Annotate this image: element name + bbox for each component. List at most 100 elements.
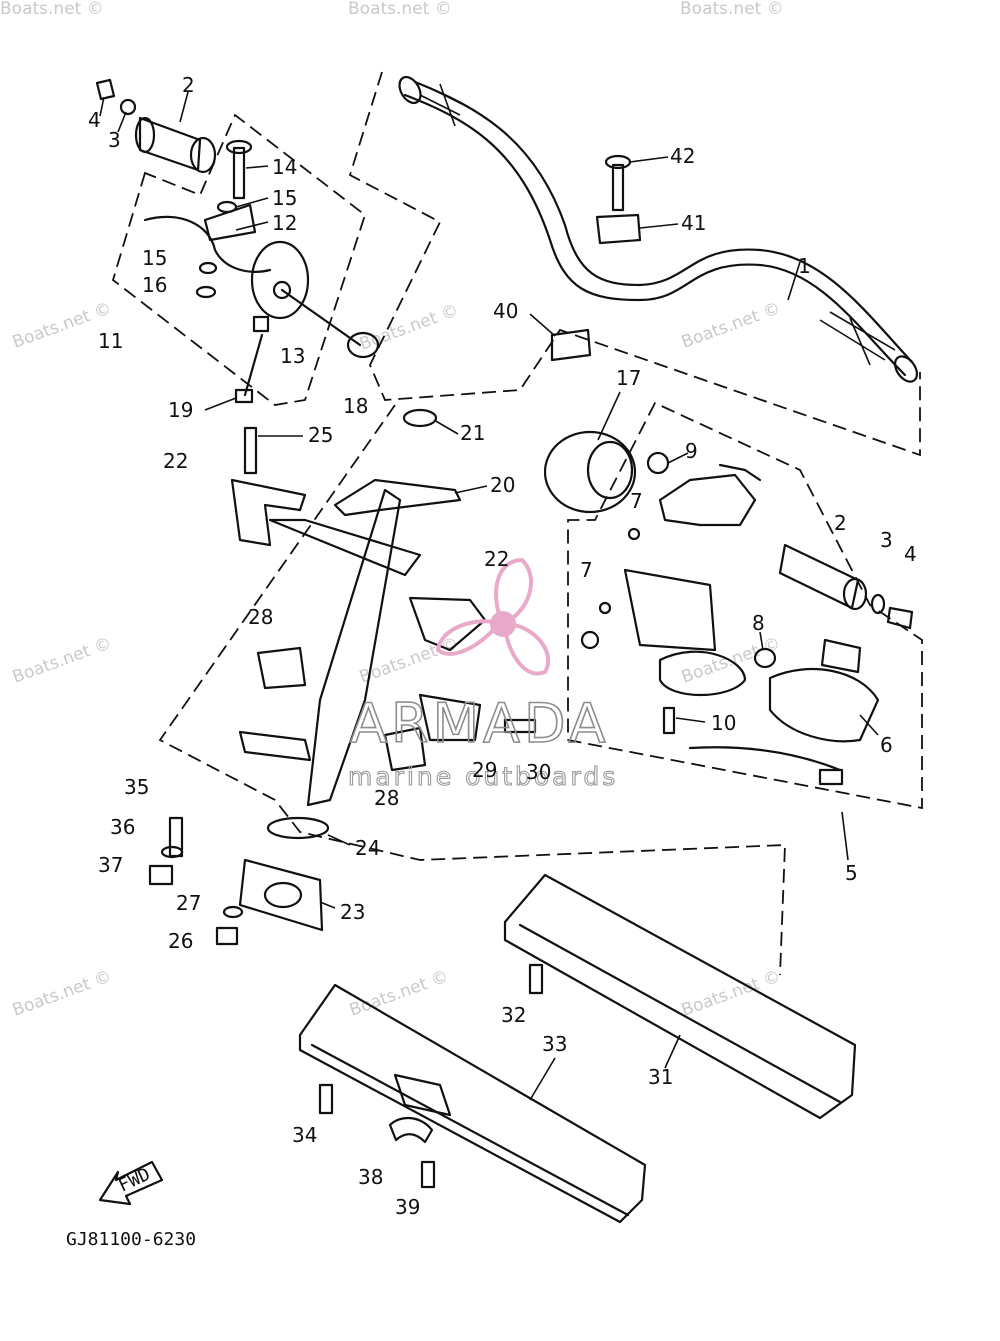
callout-4: 4 <box>88 108 101 132</box>
spacer-28-lower <box>383 726 427 772</box>
handlebar <box>403 93 907 377</box>
propeller-blade-top <box>494 557 533 623</box>
gasket-23 <box>238 858 324 932</box>
callout-2: 2 <box>182 73 195 97</box>
leader-1 <box>787 261 801 301</box>
cover-6 <box>768 667 880 743</box>
leader-10 <box>675 717 706 723</box>
watermark: Boats.net © <box>347 966 451 1020</box>
handlebar-end-left <box>398 75 422 105</box>
fwd-arrow <box>98 1160 164 1206</box>
screw-10 <box>662 706 676 735</box>
watermark: Boats.net © <box>0 0 104 19</box>
callout-9: 9 <box>685 439 698 463</box>
fwd-label: FWD <box>115 1164 153 1197</box>
callout-41: 41 <box>681 211 706 235</box>
nut-37 <box>148 864 174 886</box>
steering-column <box>306 488 402 807</box>
spacer-28-upper <box>256 646 307 690</box>
callout-19: 19 <box>168 398 193 422</box>
callout-29: 29 <box>472 758 497 782</box>
bolt-14-head <box>225 139 253 155</box>
washer-3-top <box>119 98 137 116</box>
watermark: Boats.net © <box>348 0 452 19</box>
callout-4: 4 <box>904 542 917 566</box>
callout-3: 3 <box>108 128 121 152</box>
callout-27: 27 <box>176 891 201 915</box>
clamp-38 <box>388 1117 434 1144</box>
bracket-22 <box>230 478 307 547</box>
bolt-32 <box>528 963 544 995</box>
clip-16 <box>195 285 217 299</box>
handlebar-edge <box>413 80 914 364</box>
bushing-21 <box>402 408 438 428</box>
clamp-29 <box>418 693 482 742</box>
grip-knurl-left <box>419 83 471 127</box>
screw-7-upper <box>627 527 641 541</box>
callout-39: 39 <box>395 1195 420 1219</box>
washer-3-right <box>870 593 886 615</box>
group-11-outline <box>111 113 367 406</box>
leader-24 <box>327 834 351 846</box>
grip-knurl-right <box>819 311 896 366</box>
washer-36 <box>160 845 184 859</box>
callout-6: 6 <box>880 733 893 757</box>
throttle-grip-end <box>189 136 217 174</box>
washer-switch <box>580 630 600 650</box>
leader-33 <box>529 1057 556 1101</box>
leader-12 <box>235 221 269 231</box>
handlebar-end-right <box>893 355 919 383</box>
callout-11: 11 <box>98 329 123 353</box>
callout-31: 31 <box>648 1065 673 1089</box>
callout-33: 33 <box>542 1032 567 1056</box>
callout-30: 30 <box>526 760 551 784</box>
brand-watermark: ARMADA marine outboards <box>347 557 618 792</box>
rail-33 <box>298 983 647 1224</box>
grommet-17 <box>543 430 637 514</box>
bolt-25 <box>243 426 258 475</box>
callout-36: 36 <box>110 815 135 839</box>
leader-40 <box>529 313 556 337</box>
watermark: Boats.net © <box>680 0 784 19</box>
spring-cover <box>820 638 862 674</box>
rail-33-lip <box>310 1043 630 1217</box>
diagram-code: GJ81100-6230 <box>66 1229 196 1250</box>
leader-17 <box>597 391 621 441</box>
plug-9 <box>646 451 670 475</box>
column-bracket-20 <box>333 478 462 517</box>
right-grip-end <box>842 577 868 611</box>
callout-34: 34 <box>292 1123 317 1147</box>
callout-32: 32 <box>501 1003 526 1027</box>
callout-2: 2 <box>834 511 847 535</box>
callouts: 1 2 2 3 3 4 4 5 6 7 7 8 9 10 11 12 13 14… <box>88 73 917 1219</box>
throttle-shaft <box>280 288 362 347</box>
leader-lines <box>99 91 879 1101</box>
watermark: Boats.net © <box>679 298 783 352</box>
watermark: Boats.net © <box>679 966 783 1020</box>
brand-tagline: marine outboards <box>348 762 618 791</box>
callout-3: 3 <box>880 528 893 552</box>
screw-7-lower <box>598 601 612 615</box>
leader-8 <box>759 631 764 651</box>
callout-28: 28 <box>374 786 399 810</box>
callout-25: 25 <box>308 423 333 447</box>
rail-33-step <box>393 1073 452 1117</box>
callout-12: 12 <box>272 211 297 235</box>
screw-4-top <box>95 78 116 101</box>
callout-22: 22 <box>484 547 509 571</box>
callout-7: 7 <box>580 558 593 582</box>
rail-31-lip <box>518 923 842 1104</box>
callout-26: 26 <box>168 929 193 953</box>
rail-31 <box>503 873 857 1120</box>
callout-10: 10 <box>711 711 736 735</box>
wire-harness <box>688 746 842 772</box>
throttle-bracket <box>143 215 272 273</box>
plug-8 <box>753 647 777 669</box>
nut-26 <box>215 926 239 946</box>
screw-4-right <box>886 606 914 630</box>
callout-28: 28 <box>248 605 273 629</box>
leader-14 <box>245 165 269 169</box>
callout-8: 8 <box>752 611 765 635</box>
propeller-hub-icon <box>490 611 516 637</box>
callout-16: 16 <box>142 273 167 297</box>
